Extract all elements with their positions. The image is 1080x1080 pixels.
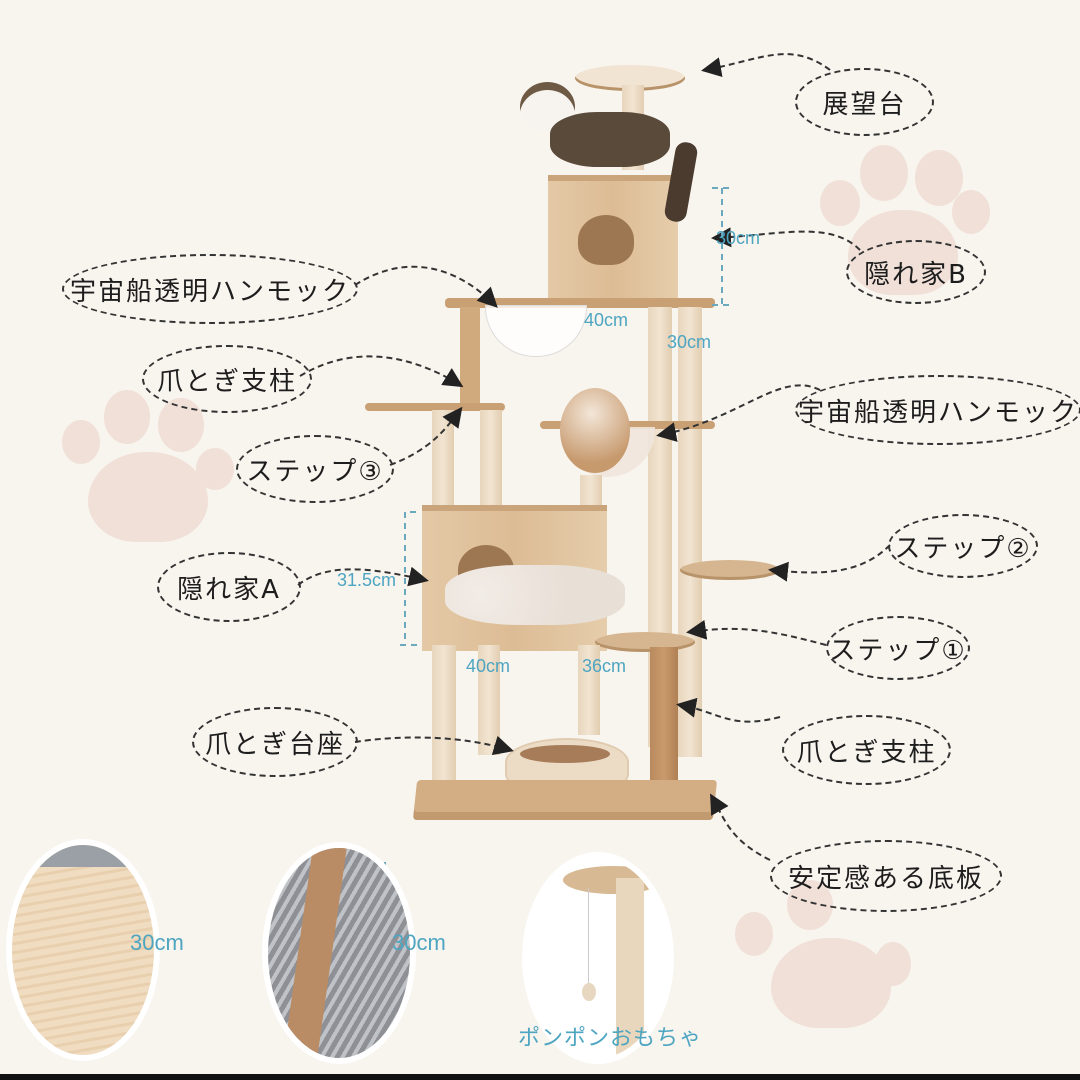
label-step-1: ステップ①: [826, 616, 970, 680]
bottom-edge: [0, 1074, 1080, 1080]
paw-print-icon: [735, 880, 911, 1030]
detail-circle-platform: [12, 845, 154, 1055]
cat-in-hammock: [560, 388, 630, 473]
label-hammock-left: 宇宙船透明ハンモック: [62, 254, 358, 324]
detail-pompom-label: ポンポンおもちゃ: [518, 1025, 703, 1050]
dim-hideout-a-width: 40cm: [466, 656, 511, 676]
cat-in-hideout: [445, 565, 625, 625]
detail-platform-label: 30cm: [130, 930, 184, 955]
detail-circle-pompom: [528, 858, 668, 1058]
detail-hammock-label: 30cm: [392, 930, 446, 955]
label-scratch-post-right: 爪とぎ支柱: [782, 715, 951, 785]
label-base-board: 安定感ある底板: [770, 840, 1002, 912]
paw-print-icon: [62, 390, 237, 542]
label-observation-deck: 展望台: [795, 68, 934, 136]
label-scratch-post-left: 爪とぎ支柱: [142, 345, 312, 413]
dim-hideout-b-width: 40cm: [584, 310, 629, 330]
heart-hole-icon: [578, 215, 634, 265]
detail-circle-hammock: [268, 848, 410, 1058]
label-hideout-b: 隠れ家B: [846, 240, 986, 304]
dim-hideout-b-depth: 30cm: [667, 332, 712, 352]
dim-hideout-b-height: 30cm: [716, 228, 761, 248]
cat-on-top: [520, 82, 700, 224]
label-step-3: ステップ③: [236, 435, 394, 503]
label-step-2: ステップ②: [888, 514, 1038, 578]
label-hideout-a: 隠れ家A: [157, 552, 301, 622]
pompom-ball-icon: [582, 983, 596, 1001]
label-scratch-base: 爪とぎ台座: [192, 707, 358, 777]
label-hammock-right: 宇宙船透明ハンモック: [795, 375, 1080, 445]
dim-hideout-a-height: 31.5cm: [337, 570, 397, 590]
dim-hideout-a-depth: 36cm: [582, 656, 627, 676]
